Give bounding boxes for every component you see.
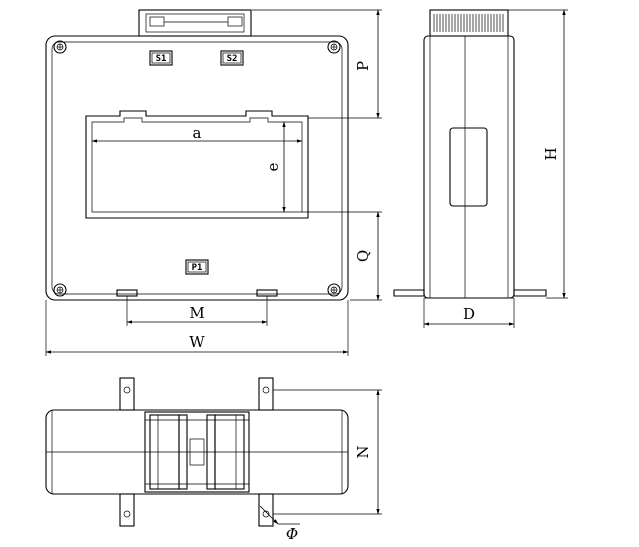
- terminal-p1: P1: [185, 259, 209, 275]
- side-mounting-flange: [393, 289, 547, 297]
- terminal-p1-label: P1: [192, 263, 203, 273]
- terminal-s1-label: S1: [156, 54, 167, 64]
- clip-assembly: [144, 411, 250, 493]
- primary-window: a e: [85, 110, 309, 219]
- dim-phi-label: Φ: [286, 525, 298, 543]
- terminal-s1: S1: [149, 50, 173, 66]
- side-view: H D: [393, 9, 568, 328]
- dim-q-label: Q: [354, 250, 372, 262]
- bottom-foot: [116, 289, 138, 297]
- dim-p-label: P: [354, 61, 372, 71]
- mounting-tab: [258, 377, 274, 411]
- side-body: [423, 35, 515, 299]
- terminal-s2-label: S2: [227, 54, 238, 64]
- screw-icon: [327, 40, 341, 54]
- dim-a-label: a: [193, 124, 202, 142]
- dim-e-label: e: [264, 162, 282, 171]
- dim-m-label: M: [189, 304, 204, 322]
- dim-d-label: D: [463, 305, 475, 323]
- screw-icon: [53, 40, 67, 54]
- screw-icon: [53, 283, 67, 297]
- terminal-s2: S2: [220, 50, 244, 66]
- mounting-tab: [258, 493, 274, 527]
- mounting-tab: [119, 493, 135, 527]
- dim-h-label: H: [542, 147, 560, 160]
- mounting-tab: [119, 377, 135, 411]
- front-body-inner: [51, 41, 343, 295]
- front-body-outer: [45, 35, 349, 301]
- dim-w-label: W: [189, 333, 205, 351]
- bottom-view: N Φ: [45, 377, 382, 543]
- front-view: S1 S2 P1 a e P Q: [45, 9, 382, 356]
- dim-n-label: N: [354, 445, 372, 458]
- side-label-plate: [449, 127, 488, 207]
- bottom-foot: [256, 289, 278, 297]
- top-clip: [138, 9, 252, 37]
- screw-icon: [327, 283, 341, 297]
